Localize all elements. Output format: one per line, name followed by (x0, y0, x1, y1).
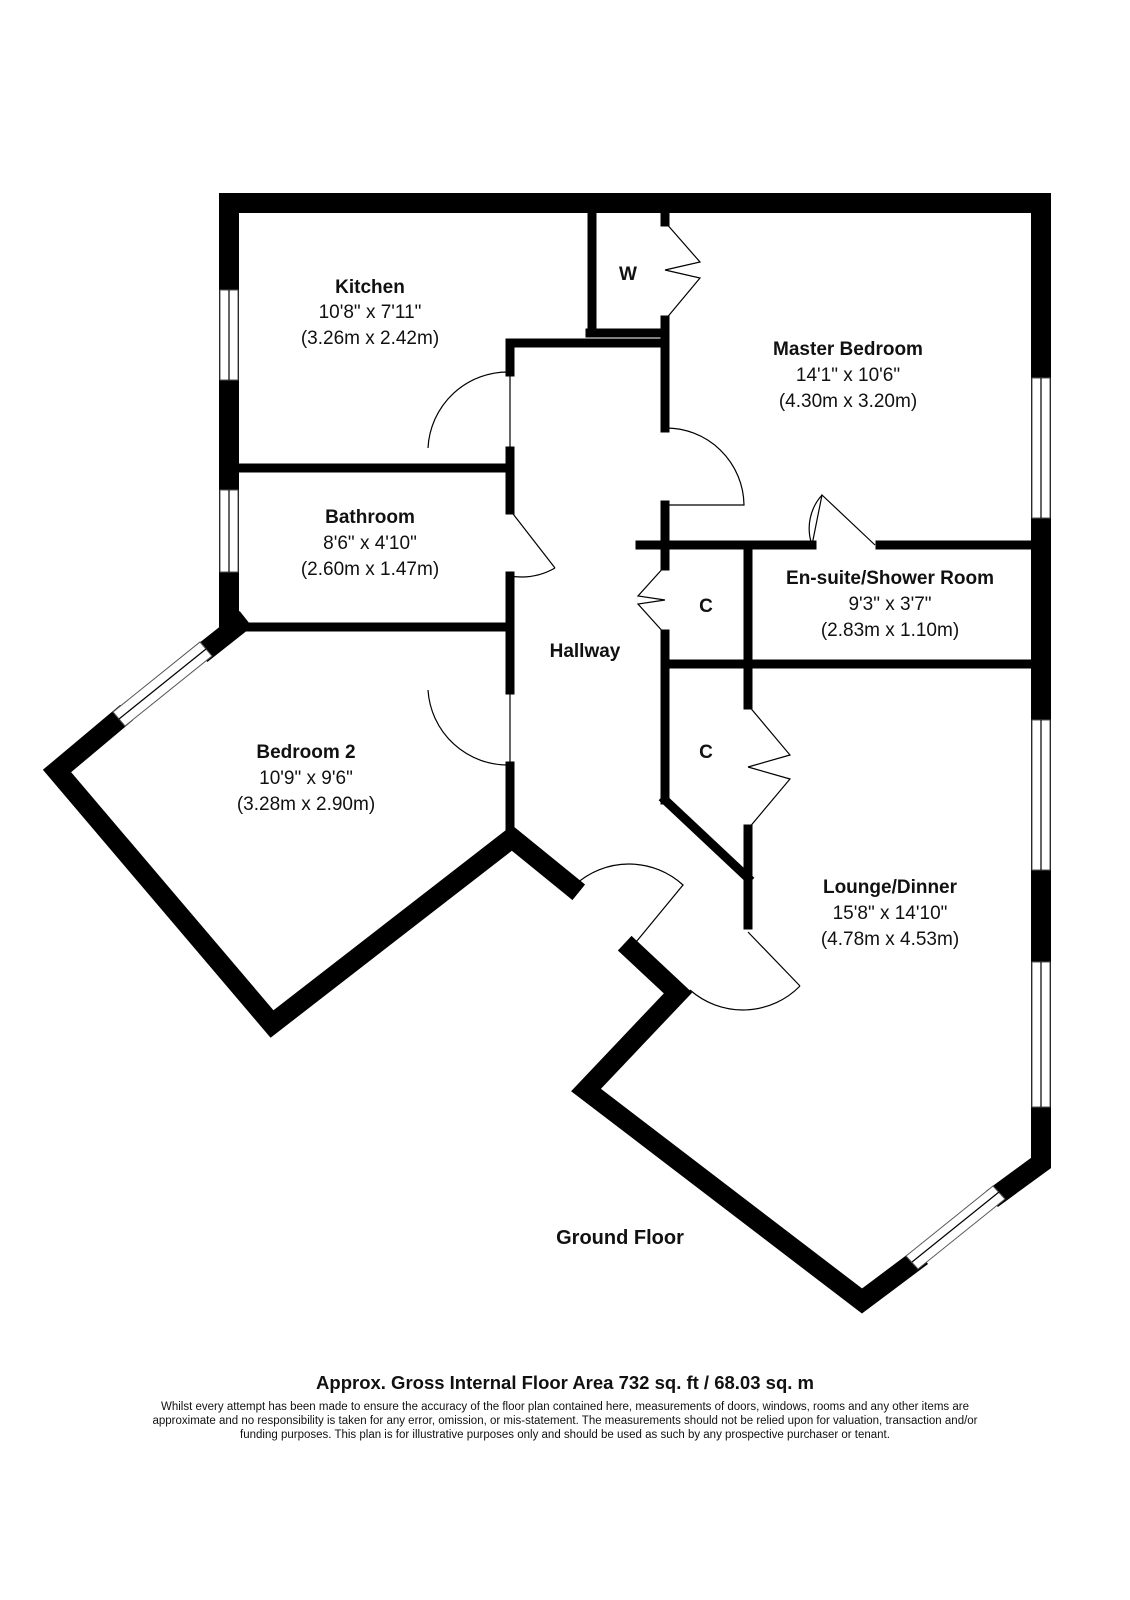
kitchen-door (427, 371, 511, 449)
ensuite-name: En-suite/Shower Room (786, 568, 994, 589)
master-imperial: 14'1" x 10'6" (796, 365, 900, 386)
cupboard-lower-doors (747, 704, 792, 830)
cupboard-lower-label: C (699, 742, 713, 763)
bathroom-metric: (2.60m x 1.47m) (301, 559, 439, 580)
bathroom-imperial: 8'6" x 4'10" (323, 533, 417, 554)
ensuite-metric: (2.83m x 1.10m) (821, 620, 959, 641)
bedroom2-label: Bedroom 2 10'9" x 9'6" (3.28m x 2.90m) (237, 742, 375, 815)
windows (112, 289, 1051, 1270)
bedroom2-imperial: 10'9" x 9'6" (259, 768, 353, 789)
bedroom2-metric: (3.28m x 2.90m) (237, 794, 375, 815)
doors (427, 221, 876, 1011)
kitchen-metric: (3.26m x 2.42m) (301, 328, 439, 349)
kitchen-name: Kitchen (335, 277, 405, 298)
lounge-metric: (4.78m x 4.53m) (821, 929, 959, 950)
floor-label: Ground Floor (556, 1227, 684, 1249)
ensuite-door (808, 493, 876, 546)
master-metric: (4.30m x 3.20m) (779, 391, 917, 412)
floor-area: Approx. Gross Internal Floor Area 732 sq… (316, 1372, 814, 1393)
bedroom2-door (427, 689, 511, 766)
interior-walls (224, 198, 1046, 930)
bathroom-door (509, 509, 556, 578)
kitchen-label: Kitchen 10'8" x 7'11" (3.26m x 2.42m) (301, 277, 439, 349)
hallway-name: Hallway (550, 641, 621, 662)
entrance-door (574, 863, 684, 948)
master-door (664, 427, 745, 506)
master-label: Master Bedroom 14'1" x 10'6" (4.30m x 3.… (773, 339, 923, 412)
footer: Approx. Gross Internal Floor Area 732 sq… (150, 1372, 980, 1442)
ensuite-label: En-suite/Shower Room 9'3" x 3'7" (2.83m … (786, 568, 994, 641)
bathroom-name: Bathroom (325, 507, 415, 528)
lounge-imperial: 15'8" x 14'10" (833, 903, 948, 924)
lounge-door (689, 931, 801, 1011)
master-name: Master Bedroom (773, 339, 923, 360)
kitchen-imperial: 10'8" x 7'11" (319, 302, 422, 323)
lounge-name: Lounge/Dinner (823, 877, 958, 898)
ensuite-imperial: 9'3" x 3'7" (848, 594, 931, 615)
wardrobe-doors (664, 221, 702, 321)
lounge-label: Lounge/Dinner 15'8" x 14'10" (4.78m x 4.… (821, 877, 959, 950)
bathroom-label: Bathroom 8'6" x 4'10" (2.60m x 1.47m) (301, 507, 439, 580)
disclaimer: Whilst every attempt has been made to en… (152, 1401, 978, 1441)
cupboard-upper-label: C (699, 596, 713, 617)
wardrobe-label: W (619, 264, 637, 285)
cupboard-upper-doors (636, 565, 666, 635)
bedroom2-name: Bedroom 2 (256, 742, 355, 763)
